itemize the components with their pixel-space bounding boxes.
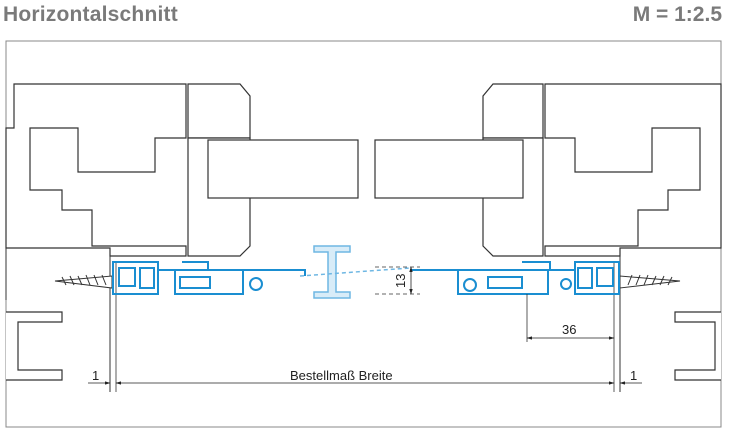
left-bottom-ledge <box>6 311 63 381</box>
dimension-right-gap: 1 <box>619 368 642 385</box>
left-screw <box>54 274 113 289</box>
dimension-left-gap-label: 1 <box>92 368 99 383</box>
left-blue-profile <box>112 261 306 295</box>
dimension-height: 13 <box>375 266 420 295</box>
dimension-height-label: 13 <box>393 274 408 288</box>
right-bottom-ledge <box>674 311 721 381</box>
right-window-frame <box>374 83 722 257</box>
dimension-offset: 36 <box>526 294 615 342</box>
page-title: Horizontalschnitt <box>3 3 178 26</box>
center-seal-dashed <box>299 267 411 277</box>
left-window-frame <box>5 83 359 257</box>
right-blue-profile <box>410 261 620 295</box>
scale-label: M = 1:2.5 <box>632 3 722 26</box>
dimension-left-gap: 1 <box>88 368 111 385</box>
right-screw <box>619 274 681 289</box>
dimension-right-gap-label: 1 <box>630 368 637 383</box>
dimension-offset-label: 36 <box>562 322 576 337</box>
dimension-width-label: Bestellmaß Breite <box>290 368 393 383</box>
center-profile <box>313 245 351 299</box>
dimension-width: Bestellmaß Breite <box>115 368 615 385</box>
